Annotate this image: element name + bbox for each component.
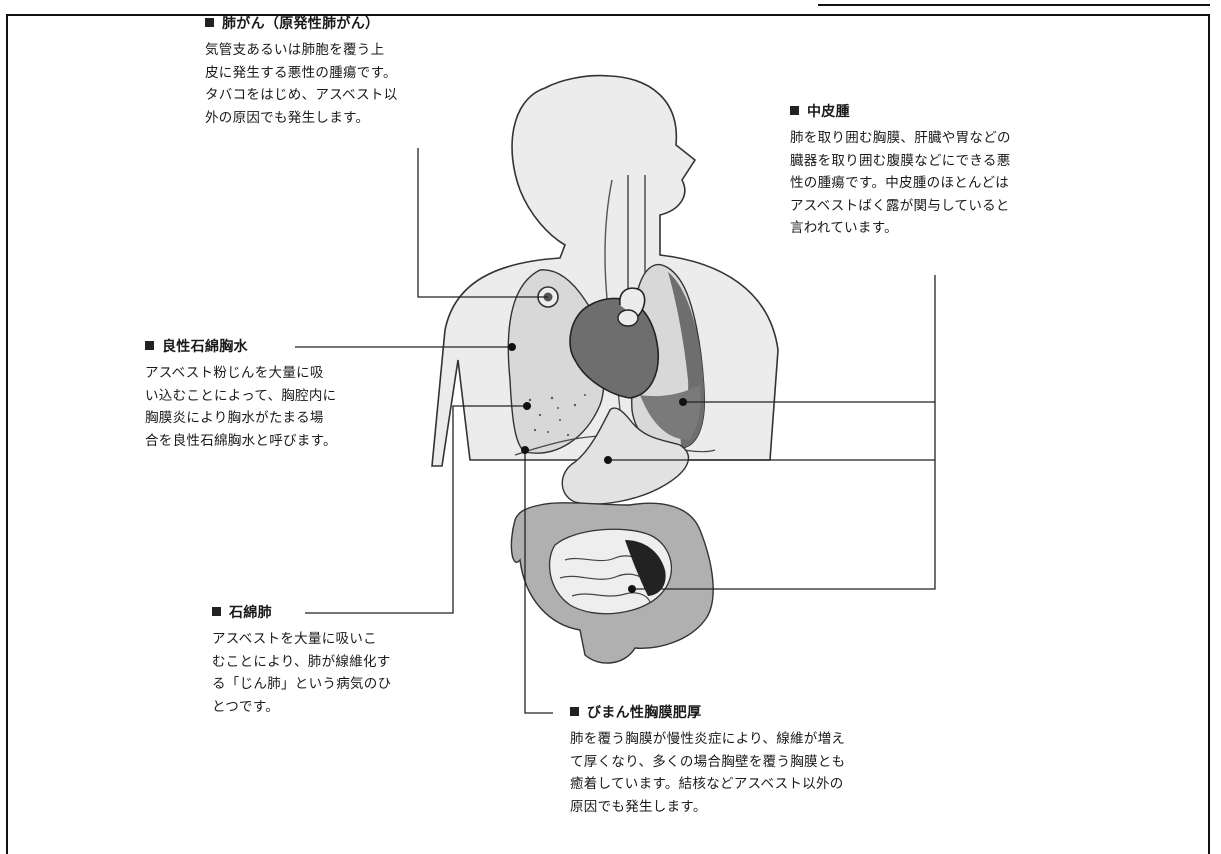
- bullet-square-icon: [205, 18, 214, 27]
- label-diffuse-pleural-title-row: びまん性胸膜肥厚: [570, 702, 970, 724]
- label-mesothelioma-title: 中皮腫: [807, 104, 850, 120]
- label-diffuse-pleural-title: びまん性胸膜肥厚: [587, 705, 701, 721]
- bullet-square-icon: [790, 106, 799, 115]
- label-mesothelioma-title-row: 中皮腫: [790, 101, 1120, 123]
- label-lung-cancer-body: 気管支あるいは肺胞を覆う上 皮に発生する悪性の腫瘍です。 タバコをはじめ、アスベ…: [205, 39, 475, 129]
- aortic-vessel: [618, 310, 638, 326]
- label-diffuse-pleural: びまん性胸膜肥厚 肺を覆う胸膜が慢性炎症により、線維が増え て厚くなり、多くの場…: [570, 702, 970, 818]
- label-asbestosis-title: 石綿肺: [229, 605, 272, 621]
- label-benign-effusion-title-row: 良性石綿胸水: [145, 336, 415, 358]
- label-lung-cancer-title-row: 肺がん（原発性肺がん）: [205, 13, 475, 35]
- label-mesothelioma: 中皮腫 肺を取り囲む胸膜、肝臓や胃などの 臓器を取り囲む腹膜などにできる悪 性の…: [790, 101, 1120, 240]
- label-asbestosis: 石綿肺 アスベストを大量に吸いこ むことにより、肺が線維化す る「じん肺」という…: [212, 602, 452, 718]
- bullet-square-icon: [570, 707, 579, 716]
- label-lung-cancer: 肺がん（原発性肺がん） 気管支あるいは肺胞を覆う上 皮に発生する悪性の腫瘍です。…: [205, 13, 475, 129]
- label-benign-effusion: 良性石綿胸水 アスベスト粉じんを大量に吸 い込むことによって、胸腔内に 胸膜炎に…: [145, 336, 415, 452]
- label-benign-effusion-title: 良性石綿胸水: [162, 339, 248, 355]
- label-diffuse-pleural-body: 肺を覆う胸膜が慢性炎症により、線維が増え て厚くなり、多くの場合胸壁を覆う胸膜と…: [570, 728, 970, 818]
- label-asbestosis-title-row: 石綿肺: [212, 602, 452, 624]
- label-asbestosis-body: アスベストを大量に吸いこ むことにより、肺が線維化す る「じん肺」という病気のひ…: [212, 628, 452, 718]
- label-benign-effusion-body: アスベスト粉じんを大量に吸 い込むことによって、胸腔内に 胸膜炎により胸水がたま…: [145, 362, 415, 452]
- label-mesothelioma-body: 肺を取り囲む胸膜、肝臓や胃などの 臓器を取り囲む腹膜などにできる悪 性の腫瘍です…: [790, 127, 1120, 240]
- bullet-square-icon: [145, 341, 154, 350]
- label-lung-cancer-title: 肺がん（原発性肺がん）: [222, 16, 379, 32]
- bullet-square-icon: [212, 607, 221, 616]
